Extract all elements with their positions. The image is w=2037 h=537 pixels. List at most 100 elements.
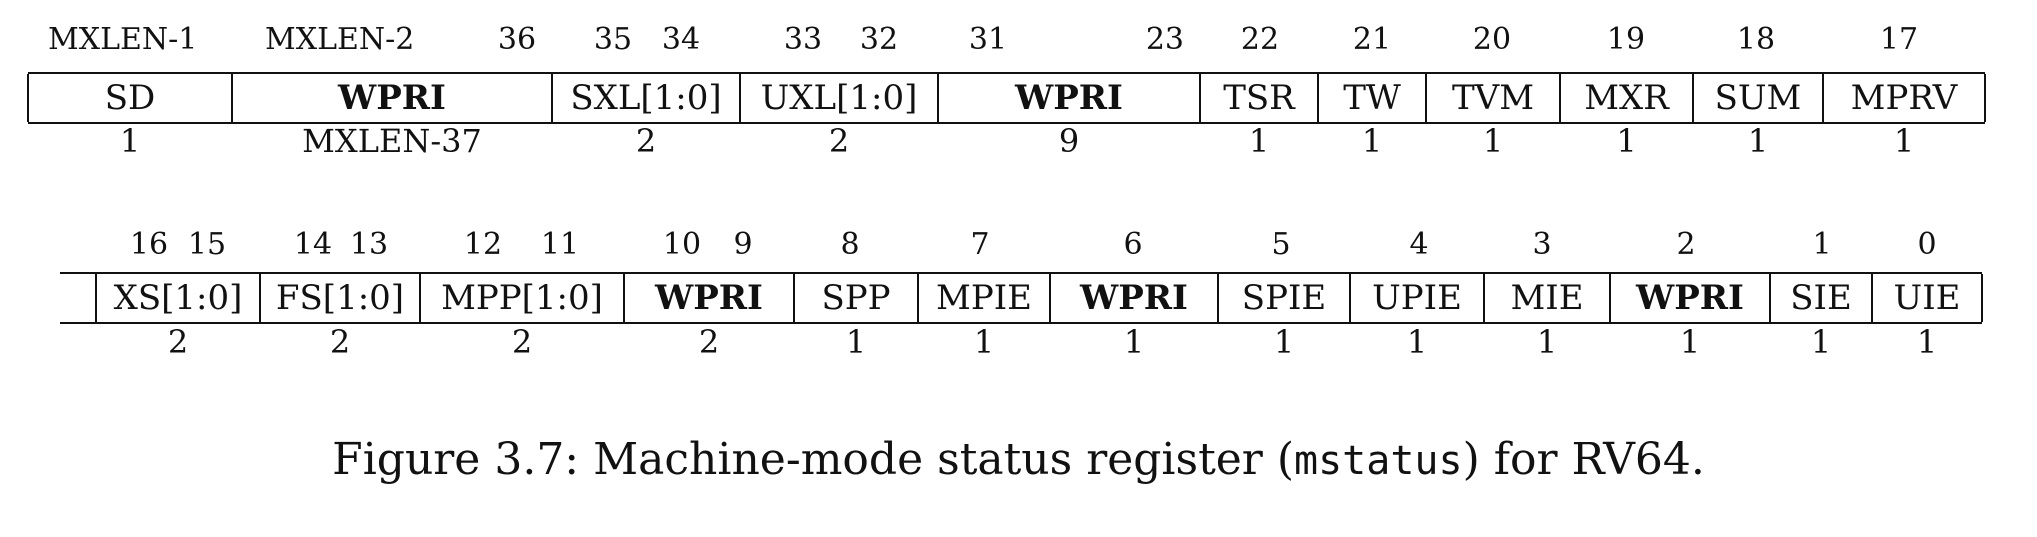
bit-index-label: MXLEN-2 bbox=[265, 22, 415, 57]
field-divider bbox=[1049, 274, 1051, 322]
bit-index-label: 18 bbox=[1736, 22, 1776, 57]
register-frame: XS[1:0] FS[1:0] MPP[1:0] WPRI SPP MPIE WPRI SPI… bbox=[60, 272, 1983, 324]
bit-index-label: 3 bbox=[1532, 227, 1552, 262]
field-width-label: 1 bbox=[1747, 122, 1769, 160]
bit-index-label: 21 bbox=[1352, 22, 1392, 57]
register-field: TVM bbox=[1451, 78, 1535, 118]
field-width-label: 1 bbox=[119, 122, 141, 160]
register-field: SPIE bbox=[1241, 278, 1327, 318]
field-divider bbox=[1984, 74, 1986, 122]
bit-index-label: 15 bbox=[187, 227, 227, 262]
register-field: XS[1:0] bbox=[113, 278, 243, 318]
field-divider bbox=[1317, 74, 1319, 122]
field-width-label: MXLEN-37 bbox=[302, 122, 482, 160]
field-divider bbox=[1217, 274, 1219, 322]
register-field: MPIE bbox=[936, 278, 1032, 318]
field-divider bbox=[1559, 74, 1561, 122]
bit-index-label: 34 bbox=[661, 22, 701, 57]
bit-index-label: 16 bbox=[129, 227, 169, 262]
field-width-label: 2 bbox=[698, 323, 720, 361]
field-divider bbox=[27, 74, 29, 122]
field-width-label: 1 bbox=[1482, 122, 1504, 160]
register-field: WPRI bbox=[1636, 278, 1744, 318]
register-field: WPRI bbox=[655, 278, 763, 318]
bit-index-label: 20 bbox=[1472, 22, 1512, 57]
bit-index-label: 13 bbox=[349, 227, 389, 262]
field-width-label: 1 bbox=[845, 323, 867, 361]
field-width-label: 1 bbox=[1916, 323, 1938, 361]
bit-index-label: 31 bbox=[968, 22, 1008, 57]
field-divider bbox=[623, 274, 625, 322]
caption-register-name: mstatus bbox=[1293, 438, 1463, 484]
register-field: WPRI bbox=[338, 78, 446, 118]
field-width-label: 2 bbox=[329, 323, 351, 361]
field-width-label: 1 bbox=[1536, 323, 1558, 361]
field-width-label: 1 bbox=[1893, 122, 1915, 160]
field-width-label: 1 bbox=[1616, 122, 1637, 160]
field-divider bbox=[917, 274, 919, 322]
field-width-label: 2 bbox=[511, 323, 533, 361]
bit-index-label: 22 bbox=[1240, 22, 1280, 57]
bit-index-label: 8 bbox=[840, 227, 860, 262]
field-divider bbox=[95, 274, 97, 322]
field-divider bbox=[1822, 74, 1824, 122]
register-field: WPRI bbox=[1015, 78, 1123, 118]
field-divider bbox=[739, 74, 741, 122]
field-divider bbox=[551, 74, 553, 122]
register-field: MXR bbox=[1584, 78, 1669, 118]
bit-index-label: 36 bbox=[497, 22, 537, 57]
field-divider bbox=[1692, 74, 1694, 122]
figure-caption: Figure 3.7: Machine-mode status register… bbox=[0, 432, 2037, 489]
field-divider bbox=[419, 274, 421, 322]
field-divider bbox=[1483, 274, 1485, 322]
field-divider bbox=[231, 74, 233, 122]
field-width-label: 1 bbox=[1123, 323, 1145, 361]
bit-index-label: 9 bbox=[733, 227, 753, 262]
field-width-label: 1 bbox=[1679, 323, 1701, 361]
field-divider bbox=[1769, 274, 1771, 322]
register-field: MIE bbox=[1510, 278, 1584, 318]
bit-index-label: 10 bbox=[662, 227, 702, 262]
field-width-label: 1 bbox=[973, 323, 995, 361]
field-width-label: 1 bbox=[1248, 122, 1270, 160]
field-width-label: 1 bbox=[1273, 323, 1295, 361]
field-width-label: 1 bbox=[1361, 122, 1383, 160]
bit-index-label: 0 bbox=[1917, 227, 1937, 262]
register-field: UPIE bbox=[1372, 278, 1462, 318]
bit-index-label: 6 bbox=[1123, 227, 1143, 262]
field-divider bbox=[259, 274, 261, 322]
field-width-label: 2 bbox=[167, 323, 189, 361]
bit-index-label: 17 bbox=[1879, 22, 1919, 57]
bit-index-label: 11 bbox=[540, 227, 580, 262]
caption-prefix: Figure 3.7: Machine-mode status register… bbox=[332, 434, 1294, 485]
bit-index-label: 12 bbox=[463, 227, 503, 262]
field-divider bbox=[1981, 274, 1983, 322]
field-divider bbox=[1609, 274, 1611, 322]
register-field: WPRI bbox=[1080, 278, 1188, 318]
field-width-label: 2 bbox=[635, 122, 657, 160]
register-field: FS[1:0] bbox=[275, 278, 405, 318]
field-divider bbox=[1871, 274, 1873, 322]
bit-index-label: MXLEN-1 bbox=[48, 22, 198, 57]
field-divider bbox=[793, 274, 795, 322]
field-width-label: 9 bbox=[1058, 122, 1080, 160]
register-field: SUM bbox=[1714, 78, 1802, 118]
register-field: SPP bbox=[821, 278, 891, 318]
register-field: MPP[1:0] bbox=[441, 278, 603, 318]
field-width-label: 1 bbox=[1810, 323, 1832, 361]
bit-index-label: 35 bbox=[593, 22, 633, 57]
bit-index-label: 32 bbox=[859, 22, 899, 57]
field-divider bbox=[1425, 74, 1427, 122]
field-divider bbox=[937, 74, 939, 122]
register-field: SXL[1:0] bbox=[570, 78, 722, 118]
register-field: MPRV bbox=[1850, 78, 1958, 118]
register-field: TSR bbox=[1223, 78, 1295, 118]
field-width-label: 1 bbox=[1406, 323, 1428, 361]
field-divider bbox=[1349, 274, 1351, 322]
register-field: SIE bbox=[1790, 278, 1852, 318]
register-field: SD bbox=[104, 78, 156, 118]
bit-index-label: 1 bbox=[1812, 227, 1832, 262]
bit-index-label: 4 bbox=[1409, 227, 1429, 262]
bit-index-label: 19 bbox=[1606, 22, 1646, 57]
